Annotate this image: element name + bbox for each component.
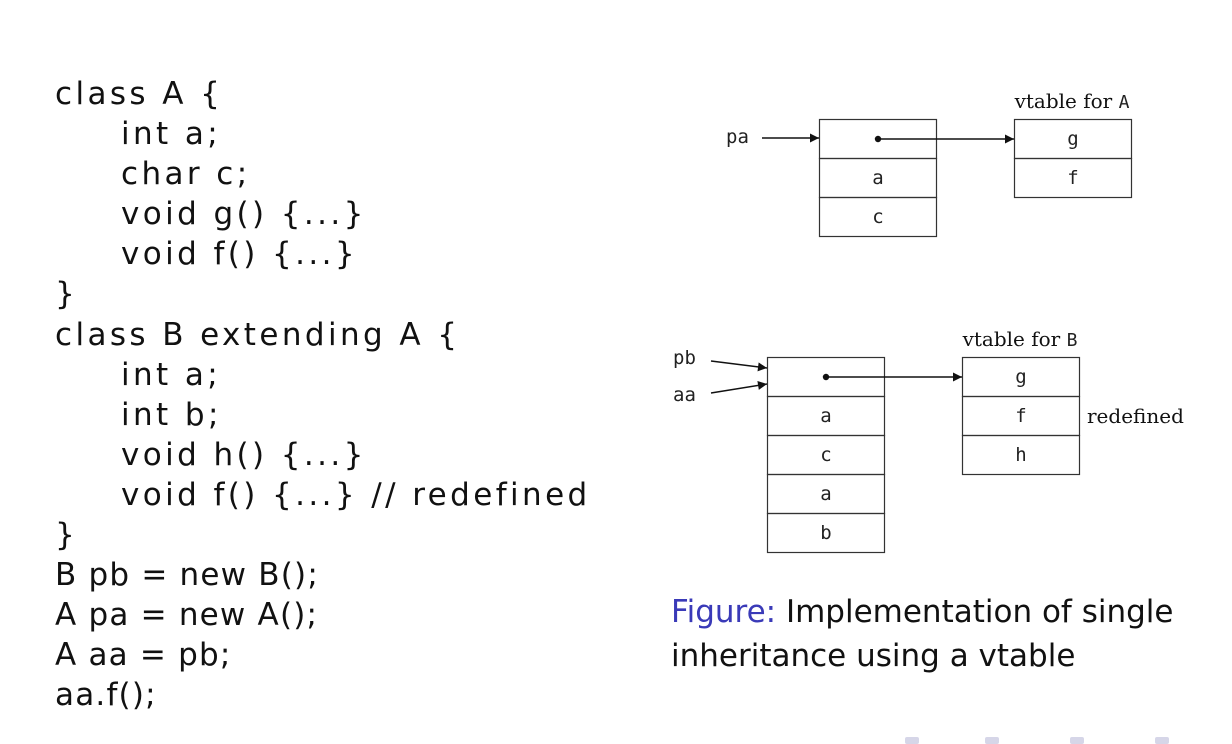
vtable-entry-label: f: [1015, 405, 1026, 427]
object-b: a c a b: [766, 356, 886, 554]
pointer-label-pb: pb: [673, 347, 696, 369]
field-label: c: [872, 206, 883, 228]
vtable-entry-label: g: [1015, 366, 1026, 388]
code-line: void h() {...}: [121, 436, 367, 473]
code-line: aa.f();: [55, 677, 157, 714]
vtable-entry-label: h: [1015, 444, 1026, 466]
code-line: int a;: [121, 116, 222, 153]
field-label: a: [872, 167, 883, 189]
code-listing: class A {int a;char c;void g() {...}void…: [55, 74, 675, 716]
vtable-a: g f: [1013, 118, 1133, 199]
vtable-entry-cell: [961, 434, 1081, 476]
vtable-a-caption: vtable for A: [1014, 89, 1130, 113]
vtable-entry-label: f: [1067, 167, 1078, 189]
nav-section-icon[interactable]: [985, 737, 999, 744]
code-line: B pb = new B();: [55, 557, 319, 594]
pointer-label-pa: pa: [726, 126, 749, 148]
code-line: void f() {...}: [121, 236, 359, 273]
code-line: void g() {...}: [121, 196, 367, 233]
vtable-b-caption: vtable for B: [962, 327, 1078, 351]
code-line: A aa = pb;: [55, 637, 232, 674]
pointer-arrow-pb: [710, 360, 768, 372]
field-cell: [766, 512, 886, 554]
nav-subsection-icon[interactable]: [1070, 737, 1084, 744]
code-line: void f() {...} // redefined: [121, 476, 591, 513]
code-line: A pa = new A();: [55, 597, 319, 634]
field-label: a: [820, 405, 831, 427]
figure-caption: Figure: Implementation of single inherit…: [671, 590, 1211, 678]
nav-prev-icon[interactable]: [905, 737, 919, 744]
redefined-annotation: redefined: [1087, 404, 1184, 428]
figure-caption-text: Implementation of single inheritance usi…: [671, 594, 1174, 674]
nav-next-icon[interactable]: [1155, 737, 1169, 744]
object-a: a c: [818, 118, 938, 238]
code-line: int b;: [121, 396, 222, 433]
vtable-entry-cell: [1013, 157, 1133, 199]
code-line: int a;: [121, 356, 222, 393]
slide-navigation[interactable]: [905, 737, 1225, 744]
pointer-arrow-aa: [710, 380, 768, 394]
field-label: b: [820, 522, 831, 544]
field-cell: [818, 196, 938, 238]
code-line: char c;: [121, 156, 251, 193]
vtable-b: g f h: [961, 356, 1081, 476]
code-line: class B extending A {: [55, 316, 461, 353]
field-label: c: [820, 444, 831, 466]
code-line: }: [55, 517, 79, 554]
code-line: }: [55, 276, 79, 313]
figure-label: Figure:: [671, 594, 777, 630]
field-label: a: [820, 483, 831, 505]
code-line: class A {: [55, 76, 224, 112]
pointer-label-aa: aa: [673, 384, 696, 406]
vtable-entry-label: g: [1067, 128, 1078, 150]
